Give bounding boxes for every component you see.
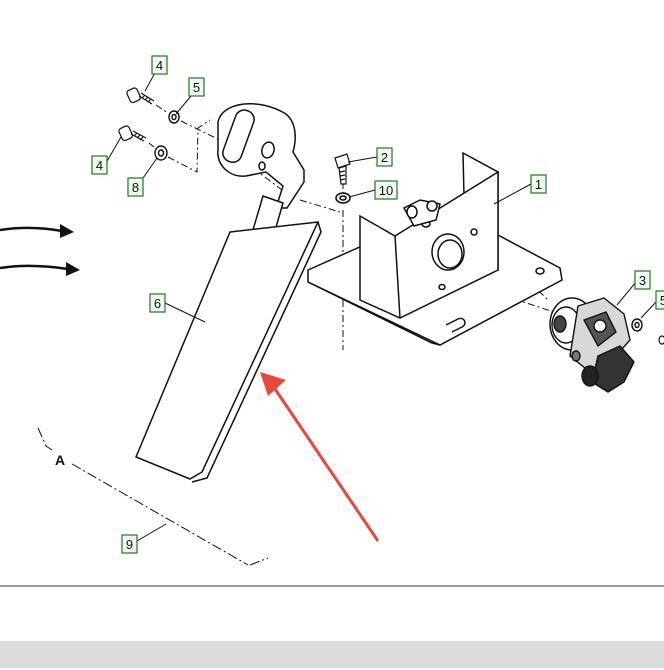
screw-2 [334, 153, 351, 185]
callout-5-upper[interactable]: 5 [188, 77, 205, 97]
flow-arrow-upper [0, 226, 63, 233]
callout-3[interactable]: 3 [634, 270, 651, 290]
callout-label: 1 [535, 177, 542, 192]
screw-4-lower [118, 125, 147, 142]
callout-9[interactable]: 9 [121, 534, 138, 554]
callout-label: 4 [156, 58, 163, 73]
washer-10 [335, 192, 351, 204]
bracket-bore [431, 233, 465, 271]
view-a-label: A [55, 452, 65, 468]
pedal-arm-hole [261, 141, 275, 159]
callout-4-upper[interactable]: 4 [151, 55, 168, 75]
callout-8[interactable]: 8 [127, 177, 144, 197]
callout-5-right[interactable]: 5 [655, 290, 664, 310]
bracket-1 [307, 151, 563, 346]
annotation-arrow [260, 372, 380, 542]
callout-label: 2 [381, 150, 388, 165]
callout-label: 6 [154, 296, 161, 311]
bracket-slot [445, 317, 466, 333]
callout-10[interactable]: 10 [374, 180, 398, 200]
callout-label: 9 [126, 537, 133, 552]
switch-assembly-3 [549, 297, 635, 393]
callout-label: 10 [379, 183, 393, 198]
pedal-plate [135, 221, 320, 480]
pedal-arm-slot [222, 109, 255, 164]
pedal-6 [135, 102, 322, 483]
left-flow-arrows [0, 224, 80, 276]
callout-label: 5 [660, 293, 664, 308]
washer-5-right [631, 318, 643, 332]
flow-arrow-lower [0, 264, 69, 271]
callout-2[interactable]: 2 [376, 147, 393, 167]
bottom-scroll-bar[interactable] [0, 641, 664, 668]
callout-label: 4 [96, 158, 103, 173]
screw-4-upper [126, 87, 155, 105]
leader-lines [105, 70, 658, 542]
flow-arrow-lower-head [66, 262, 80, 276]
view-a-boundary [37, 427, 269, 566]
callout-1[interactable]: 1 [530, 174, 547, 194]
washer-8 [154, 145, 168, 161]
flow-arrow-upper-head [60, 224, 74, 238]
callout-6[interactable]: 6 [149, 293, 166, 313]
callout-label: 8 [132, 180, 139, 195]
callout-4-lower[interactable]: 4 [91, 155, 108, 175]
callout-label: 5 [193, 80, 200, 95]
callout-label: 3 [639, 273, 646, 288]
